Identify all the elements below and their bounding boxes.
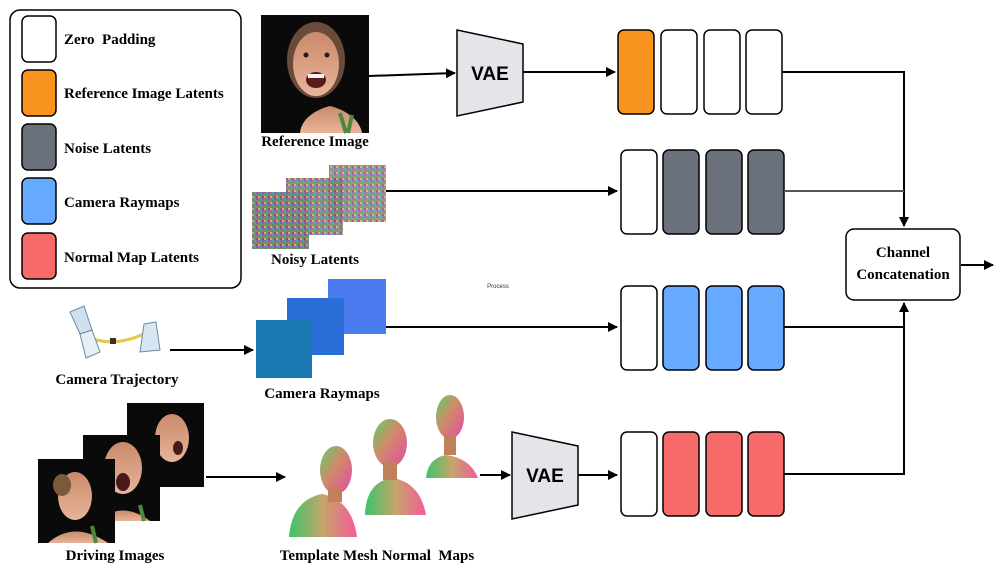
legend-swatch-noise [21,123,57,171]
concat-label-line1: Channel [876,245,930,261]
template-mesh-normal-maps [289,395,478,537]
legend: Zero Padding Reference Image Latents Noi… [9,9,242,289]
noise-latents-row [620,149,785,235]
legend-label-raymaps: Camera Raymaps [64,195,180,211]
vae-encoder-top [456,29,524,117]
channel-concatenation-box [845,228,961,301]
connector-row3 [784,302,909,328]
legend-swatch-normal [21,232,57,280]
caption-driving-images: Driving Images [66,548,165,564]
driving-images [38,403,204,544]
connector-row4 [784,327,905,475]
camera-trajectory-icon [69,305,161,359]
normal-latents-row [620,431,785,517]
legend-label-normal: Normal Map Latents [64,250,199,266]
caption-noisy-latents: Noisy Latents [271,252,359,268]
process-note: Process [487,284,509,290]
legend-swatch-reference [21,69,57,117]
reference-image [261,15,369,134]
raymap-latents-row [620,285,785,371]
legend-label-zero-padding: Zero Padding [64,32,156,48]
concat-label-line2: Concatenation [856,267,950,283]
legend-label-reference: Reference Image Latents [64,86,224,102]
legend-label-noise: Noise Latents [64,141,151,157]
reference-latents-row [617,29,783,115]
vae-encoder-bottom [511,431,579,520]
camera-raymaps-image [256,279,386,378]
vae-label-top: VAE [471,64,509,85]
connector-row1 [782,71,909,227]
caption-reference-image: Reference Image [261,134,369,150]
legend-swatch-raymaps [21,177,57,225]
caption-camera-trajectory: Camera Trajectory [55,372,179,388]
vae-label-bottom: VAE [526,466,564,487]
legend-swatch-zero-padding [21,15,57,63]
legend-frame [9,9,242,289]
caption-camera-raymaps: Camera Raymaps [264,386,380,402]
caption-template-mesh: Template Mesh Normal Maps [280,548,475,564]
arrow-ref-to-vae [368,68,456,79]
noisy-latents-image [252,165,386,249]
